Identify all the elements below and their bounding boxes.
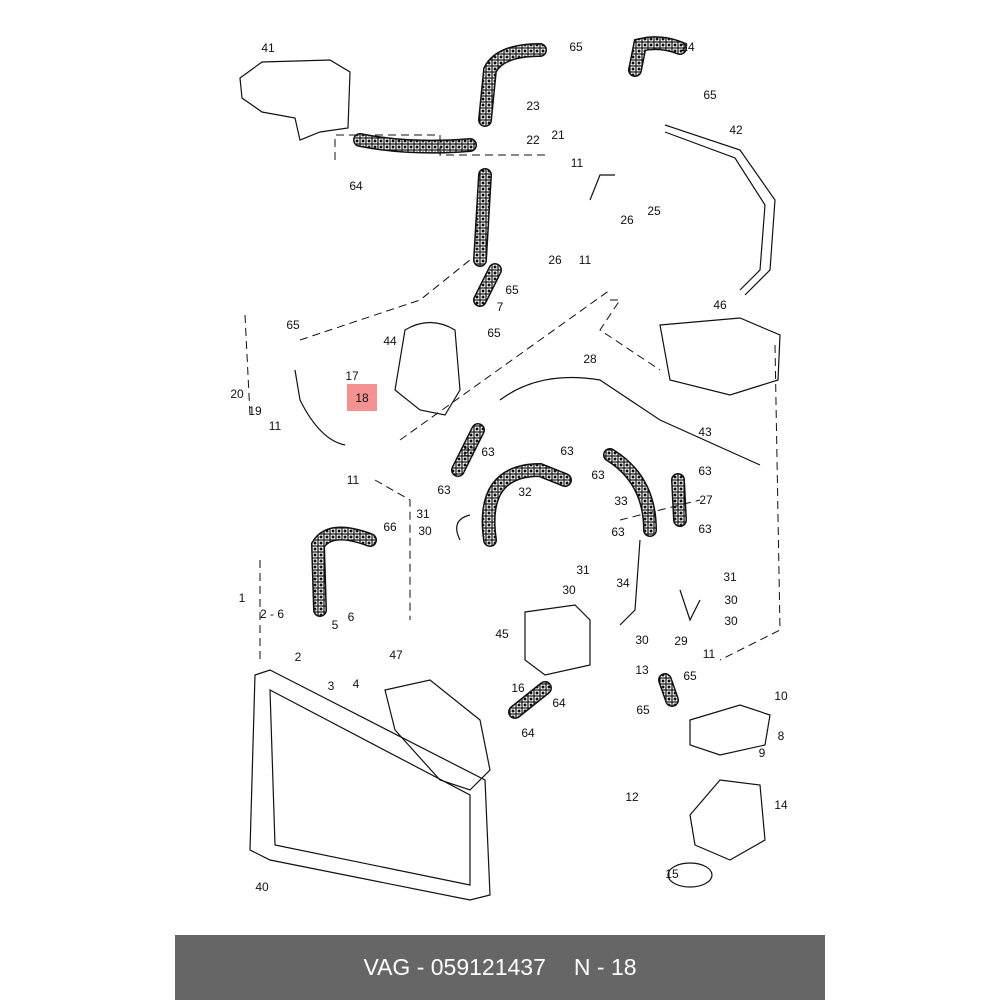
part-label-64: 64 xyxy=(521,726,535,740)
part-label-10: 10 xyxy=(774,689,788,703)
part-label-64: 64 xyxy=(552,696,566,710)
part-label-24: 24 xyxy=(681,40,695,54)
highlighted-part-marker xyxy=(347,384,377,411)
part-label-65: 65 xyxy=(703,88,717,102)
part-label-11: 11 xyxy=(702,647,716,661)
part-label-17: 17 xyxy=(345,369,359,383)
part-label-46: 46 xyxy=(713,298,727,312)
part-label-31: 31 xyxy=(723,570,737,584)
part-label-22: 22 xyxy=(526,133,540,147)
part-label-23: 23 xyxy=(526,99,540,113)
part-label-12: 12 xyxy=(625,790,639,804)
egr-valve xyxy=(659,317,781,396)
part-label-2: 2 xyxy=(294,650,302,664)
coolant-flange xyxy=(689,779,766,861)
part-label-27: 27 xyxy=(699,493,713,507)
part-label-63: 63 xyxy=(481,445,495,459)
part-label-14: 14 xyxy=(774,798,788,812)
part-label-21: 21 xyxy=(551,128,565,142)
part-label-20: 20 xyxy=(230,387,244,401)
part-label-30: 30 xyxy=(562,583,576,597)
part-number: VAG - 059121437 xyxy=(363,954,546,980)
part-label-6: 6 xyxy=(347,610,355,624)
oil-cooler xyxy=(524,604,591,676)
part-label-11: 11 xyxy=(570,156,584,170)
part-label-18: 18 xyxy=(355,391,369,405)
part-label-63: 63 xyxy=(437,483,451,497)
part-label-3: 3 xyxy=(327,679,335,693)
part-label-16: 16 xyxy=(511,681,525,695)
part-label-64: 64 xyxy=(349,179,363,193)
part-label-15: 15 xyxy=(665,867,679,881)
part-label-30: 30 xyxy=(724,593,738,607)
part-label-8: 8 xyxy=(777,729,785,743)
oil-filter-housing xyxy=(394,321,461,416)
part-label-26: 26 xyxy=(548,253,562,267)
footer-banner: VAG - 059121437 N - 18 xyxy=(175,935,825,1000)
part-label-65: 65 xyxy=(569,40,583,54)
part-label-31: 31 xyxy=(416,507,430,521)
part-label-5: 5 xyxy=(331,618,339,632)
diagram-position: N - 18 xyxy=(573,954,637,980)
part-label-13: 13 xyxy=(635,663,649,677)
thermostat-housing xyxy=(384,679,491,791)
part-label-30: 30 xyxy=(418,524,432,538)
part-label-11: 11 xyxy=(346,473,360,487)
part-label-30: 30 xyxy=(635,633,649,647)
part-label-43: 43 xyxy=(698,425,712,439)
part-label-65: 65 xyxy=(487,326,501,340)
part-label-66: 66 xyxy=(383,520,397,534)
part-label-29: 29 xyxy=(674,634,688,648)
parts-diagram xyxy=(239,36,781,901)
part-label-7: 7 xyxy=(496,300,504,314)
diagram-drawing xyxy=(239,36,781,901)
part-label-63: 63 xyxy=(698,464,712,478)
part-label-44: 44 xyxy=(383,334,397,348)
part-label-25: 25 xyxy=(647,204,661,218)
part-label-27: 27 xyxy=(463,445,477,459)
part-label-1: 1 xyxy=(238,591,246,605)
part-label-28: 28 xyxy=(583,352,597,366)
radiator xyxy=(249,669,491,901)
part-label-2-6: 2 - 6 xyxy=(259,607,285,621)
part-label-45: 45 xyxy=(495,627,509,641)
part-label-30: 30 xyxy=(724,614,738,628)
part-label-40: 40 xyxy=(255,880,269,894)
part-label-11: 11 xyxy=(578,253,592,267)
part-label-65: 65 xyxy=(683,669,697,683)
part-label-33: 33 xyxy=(614,494,628,508)
part-label-65: 65 xyxy=(636,703,650,717)
part-label-65: 65 xyxy=(505,283,519,297)
part-label-19: 19 xyxy=(248,404,262,418)
part-label-9: 9 xyxy=(758,746,766,760)
part-label-47: 47 xyxy=(389,648,403,662)
part-label-4: 4 xyxy=(352,677,360,691)
expansion-tank xyxy=(239,59,351,141)
part-label-63: 63 xyxy=(611,525,625,539)
part-label-41: 41 xyxy=(261,41,275,55)
part-label-63: 63 xyxy=(560,444,574,458)
part-label-63: 63 xyxy=(591,468,605,482)
part-label-11: 11 xyxy=(268,419,282,433)
part-label-31: 31 xyxy=(576,563,590,577)
part-label-26: 26 xyxy=(620,213,634,227)
part-label-42: 42 xyxy=(729,123,743,137)
part-label-32: 32 xyxy=(518,485,532,499)
part-label-34: 34 xyxy=(616,576,630,590)
part-label-65: 65 xyxy=(286,318,300,332)
part-label-63: 63 xyxy=(698,522,712,536)
